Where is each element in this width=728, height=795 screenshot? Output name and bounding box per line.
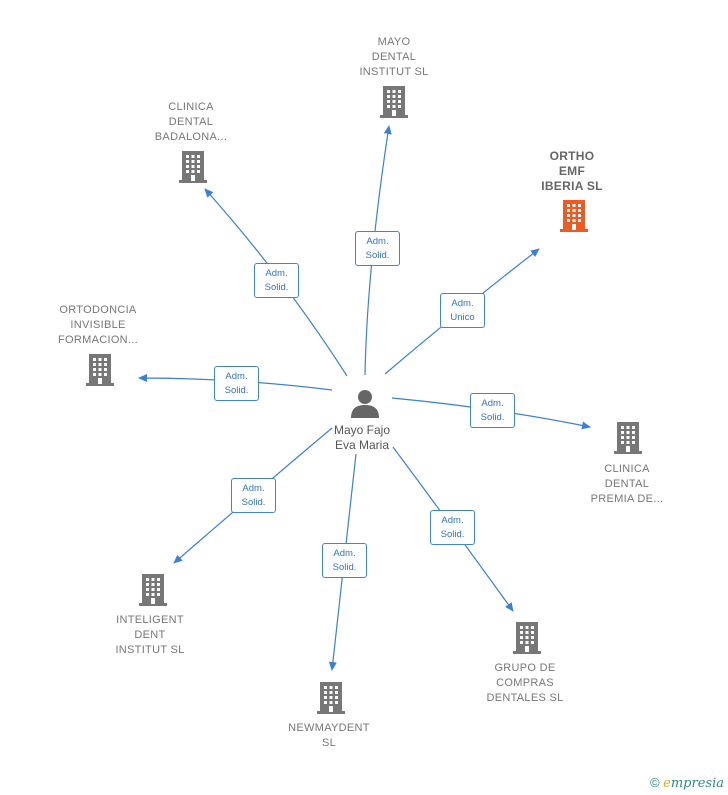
company-node-ortodoncia-invisible[interactable] [85, 352, 115, 386]
person-name[interactable]: Mayo Fajo Eva Maria [333, 423, 391, 452]
company-node-clinica-dental-badalona[interactable] [178, 149, 208, 183]
role-badge-mayo-dental-institut[interactable]: Adm.Solid. [355, 231, 400, 266]
role-badge-grupo-de-compras[interactable]: Adm.Solid. [430, 510, 475, 545]
role-badge-clinica-dental-badalona[interactable]: Adm.Solid. [254, 263, 299, 298]
person-node[interactable] [348, 388, 382, 420]
building-icon [560, 200, 588, 232]
copyright-icon: © [649, 775, 660, 790]
building-icon [179, 151, 207, 183]
brand-logo-text: mpresia [670, 776, 724, 791]
footer-brand[interactable]: © empresia [650, 775, 724, 791]
company-node-ortho-emf-iberia[interactable] [559, 198, 589, 232]
role-badge-newmaydent[interactable]: Adm.Solid. [322, 543, 367, 578]
building-icon [513, 622, 541, 654]
building-icon [614, 422, 642, 454]
company-node-mayo-dental-institut[interactable] [379, 84, 409, 118]
company-node-inteligent-dent-institut[interactable] [138, 572, 168, 606]
building-icon [317, 682, 345, 714]
role-badge-ortodoncia-invisible[interactable]: Adm.Solid. [214, 366, 259, 401]
brand-logo-initial: e [663, 776, 671, 791]
company-node-clinica-dental-premia[interactable] [613, 420, 643, 454]
building-icon [139, 574, 167, 606]
building-icon [86, 354, 114, 386]
building-icon [380, 86, 408, 118]
role-badge-clinica-dental-premia[interactable]: Adm.Solid. [470, 393, 515, 428]
company-node-newmaydent[interactable] [316, 680, 346, 714]
person-icon [351, 390, 379, 418]
role-badge-ortho-emf-iberia[interactable]: Adm.Unico [440, 293, 485, 328]
role-badge-inteligent-dent-institut[interactable]: Adm.Solid. [231, 478, 276, 513]
company-node-grupo-de-compras[interactable] [512, 620, 542, 654]
